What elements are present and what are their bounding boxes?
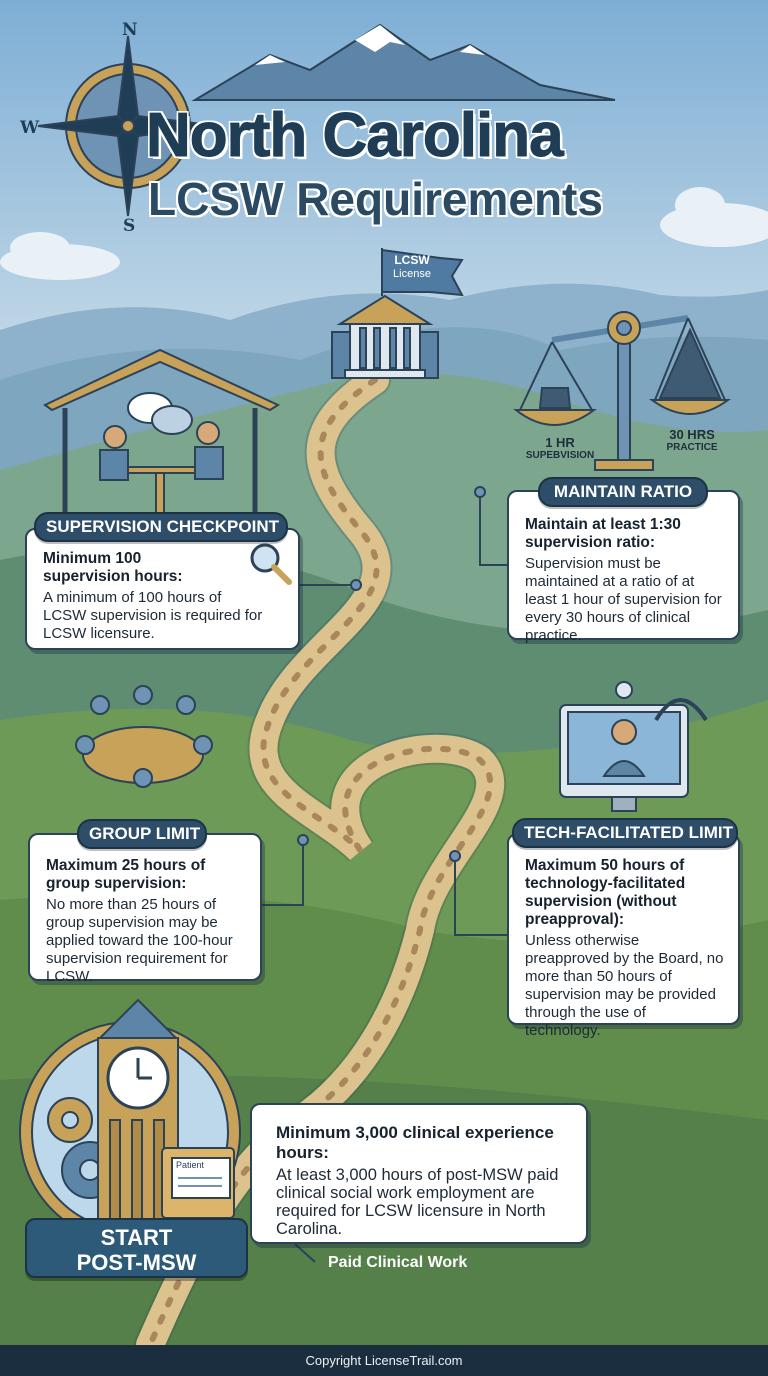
clouds xyxy=(0,187,768,280)
flag-label: LCSW License xyxy=(390,253,434,281)
supervision-heading: Minimum 100 supervision hours: xyxy=(43,550,183,585)
scale-left-value: 1 HR xyxy=(545,435,575,450)
scale-left-text: SUPEBVISION xyxy=(525,450,595,461)
folder-label: Patient xyxy=(176,1160,205,1170)
compass-west: W xyxy=(20,118,40,138)
building-icon xyxy=(331,248,464,379)
flag-line-2: License xyxy=(393,268,431,280)
supervision-card: Minimum 100 supervision hours: A minimum… xyxy=(25,528,300,650)
clock-tower-icon xyxy=(19,998,241,1243)
compass-icon xyxy=(37,35,219,217)
snow-mountains xyxy=(191,23,616,101)
scale-right-label: 30 HRS PRACTICE xyxy=(652,428,732,454)
start-line-2: POST-MSW xyxy=(76,1250,197,1275)
start-line-1: START xyxy=(100,1225,173,1250)
supervision-badge: SUPERVISION CHECKPOINT xyxy=(34,512,288,542)
scale-right-text: PRACTICE xyxy=(666,442,718,453)
scale-icon xyxy=(513,311,732,471)
ratio-heading: Maintain at least 1:30 supervision ratio… xyxy=(525,516,681,551)
magnifier-icon xyxy=(250,543,292,585)
group-heading: Maximum 25 hours of group supervision: xyxy=(46,857,206,892)
title-line-2: LCSW Requirements xyxy=(148,173,603,225)
tech-card: Maximum 50 hours of technology-facilitat… xyxy=(507,833,740,1039)
group-badge: GROUP LIMIT xyxy=(77,819,207,849)
ratio-card: Maintain at least 1:30 supervision ratio… xyxy=(507,490,740,644)
clinical-body: At least 3,000 hours of post-MSW paid cl… xyxy=(276,1166,559,1238)
group-card: Maximum 25 hours of group supervision: N… xyxy=(28,833,262,985)
group-body: No more than 25 hours of group supervisi… xyxy=(46,896,233,985)
supervision-gazebo-icon xyxy=(43,348,281,515)
compass-north: N xyxy=(122,20,138,40)
clinical-caption: Paid Clinical Work xyxy=(328,1254,468,1271)
tech-badge: TECH-FACILITATED LIMIT xyxy=(512,818,738,848)
scale-left-label: 1 HR SUPEBVISION xyxy=(520,436,600,462)
clinical-heading: Minimum 3,000 clinical experience hours: xyxy=(276,1123,554,1162)
tech-heading: Maximum 50 hours of technology-facilitat… xyxy=(525,857,686,928)
supervision-body: A minimum of 100 hours of LCSW supervisi… xyxy=(43,589,263,642)
computer-headset-icon xyxy=(559,681,708,812)
footer-copyright: Copyright LicenseTrail.com xyxy=(0,1345,768,1376)
start-badge: START POST-MSW xyxy=(25,1218,248,1278)
scale-right-value: 30 HRS xyxy=(669,427,715,442)
title-line-1: North Carolina xyxy=(146,101,565,171)
group-meeting-icon xyxy=(75,685,213,788)
ratio-badge: MAINTAIN RATIO xyxy=(538,477,708,507)
ratio-body: Supervision must be maintained at a rati… xyxy=(525,555,722,644)
clinical-card: Minimum 3,000 clinical experience hours:… xyxy=(250,1103,588,1244)
compass-south: S xyxy=(123,216,136,236)
connector-lines xyxy=(262,486,507,1263)
tech-body: Unless otherwise preapproved by the Boar… xyxy=(525,932,724,1039)
flag-line-1: LCSW xyxy=(394,253,430,267)
